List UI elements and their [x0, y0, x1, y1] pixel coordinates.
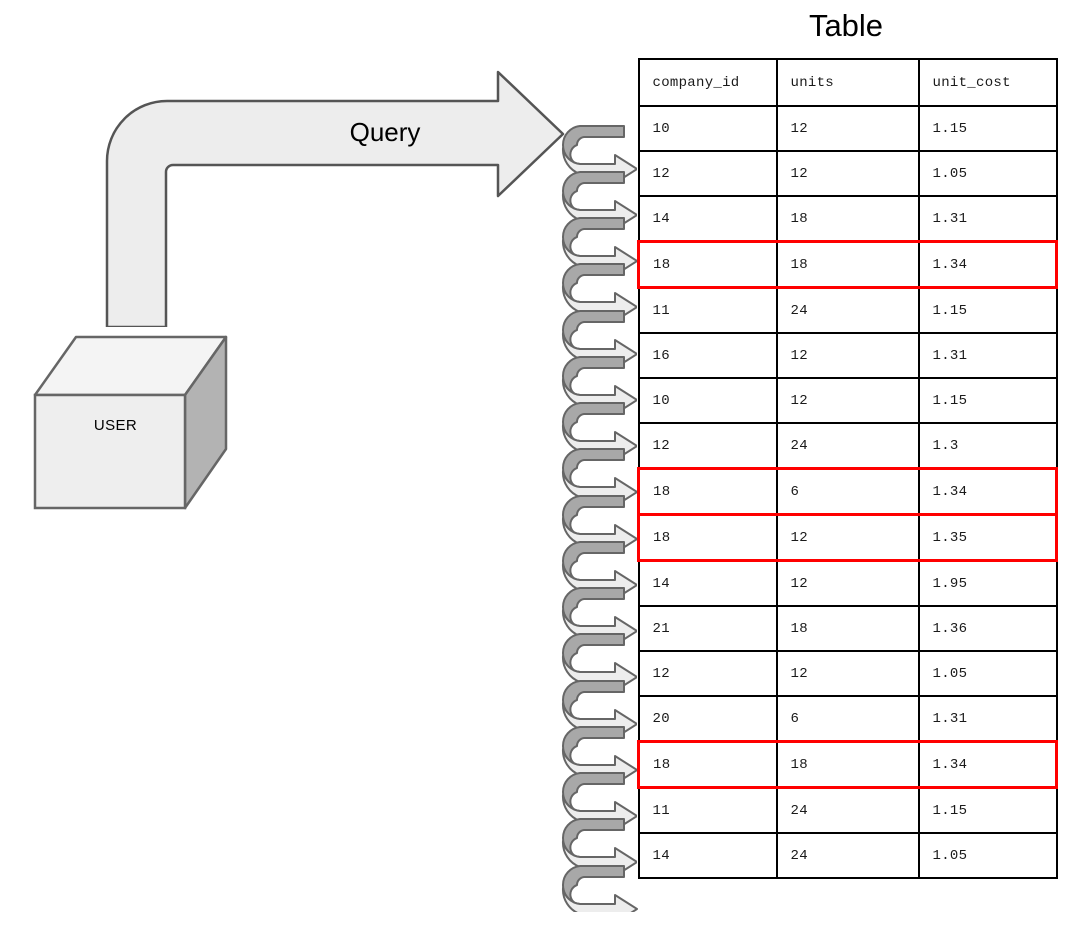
- cell-company-id: 18: [637, 740, 778, 789]
- table-title: Table: [808, 8, 884, 43]
- cell-unit-cost: 1.35: [917, 513, 1058, 562]
- cell-unit-cost: 1.15: [917, 286, 1058, 334]
- column-header-unit-cost: unit_cost: [917, 58, 1058, 107]
- cell-units: 24: [775, 286, 920, 334]
- cell-units: 18: [775, 240, 920, 289]
- cell-company-id: 14: [637, 559, 778, 607]
- cell-units: 12: [775, 332, 920, 379]
- column-header-units: units: [775, 58, 920, 107]
- cell-units: 18: [775, 605, 920, 652]
- cube-front-face: [33, 393, 187, 510]
- cell-company-id: 10: [637, 377, 778, 424]
- cell-units: 12: [775, 559, 920, 607]
- cell-units: 18: [775, 740, 920, 789]
- cell-unit-cost: 1.15: [917, 786, 1058, 834]
- cell-units: 12: [775, 105, 920, 152]
- cell-company-id: 12: [637, 650, 778, 697]
- cell-units: 12: [775, 513, 920, 562]
- cell-company-id: 11: [637, 286, 778, 334]
- loop-arrow-coil: [558, 122, 642, 912]
- query-arrow: Query: [100, 65, 570, 327]
- cell-units: 12: [775, 377, 920, 424]
- cell-company-id: 18: [637, 467, 778, 516]
- cell-company-id: 14: [637, 832, 778, 879]
- cell-units: 6: [775, 467, 920, 516]
- cell-units: 24: [775, 832, 920, 879]
- cell-company-id: 11: [637, 786, 778, 834]
- user-cube: USER: [33, 335, 228, 510]
- cell-units: 6: [775, 695, 920, 743]
- cell-company-id: 18: [637, 240, 778, 289]
- loop-arrow-icon: [561, 865, 638, 912]
- table-header-row: company_id units unit_cost: [637, 58, 1058, 107]
- cell-unit-cost: 1.05: [917, 832, 1058, 879]
- cell-unit-cost: 1.34: [917, 740, 1058, 789]
- cell-company-id: 18: [637, 513, 778, 562]
- cell-units: 24: [775, 422, 920, 470]
- cell-company-id: 20: [637, 695, 778, 743]
- query-arrow-shape: [105, 70, 565, 327]
- cell-company-id: 16: [637, 332, 778, 379]
- cell-unit-cost: 1.31: [917, 195, 1058, 243]
- cell-company-id: 10: [637, 105, 778, 152]
- cell-units: 18: [775, 195, 920, 243]
- table-header: company_id units unit_cost: [637, 58, 1058, 107]
- cell-company-id: 14: [637, 195, 778, 243]
- cell-unit-cost: 1.31: [917, 332, 1058, 379]
- cell-unit-cost: 1.36: [917, 605, 1058, 652]
- cell-unit-cost: 1.34: [917, 467, 1058, 516]
- cell-unit-cost: 1.34: [917, 240, 1058, 289]
- cell-company-id: 12: [637, 150, 778, 197]
- cell-unit-cost: 1.15: [917, 105, 1058, 152]
- cell-units: 12: [775, 650, 920, 697]
- cell-unit-cost: 1.15: [917, 377, 1058, 424]
- cell-unit-cost: 1.05: [917, 650, 1058, 697]
- cell-company-id: 21: [637, 605, 778, 652]
- cell-unit-cost: 1.95: [917, 559, 1058, 607]
- cell-company-id: 12: [637, 422, 778, 470]
- cell-unit-cost: 1.3: [917, 422, 1058, 470]
- cell-units: 24: [775, 786, 920, 834]
- cell-units: 12: [775, 150, 920, 197]
- cell-unit-cost: 1.31: [917, 695, 1058, 743]
- cell-unit-cost: 1.05: [917, 150, 1058, 197]
- column-header-company-id: company_id: [637, 58, 778, 107]
- loop-arrow-coil-svg: [561, 125, 638, 912]
